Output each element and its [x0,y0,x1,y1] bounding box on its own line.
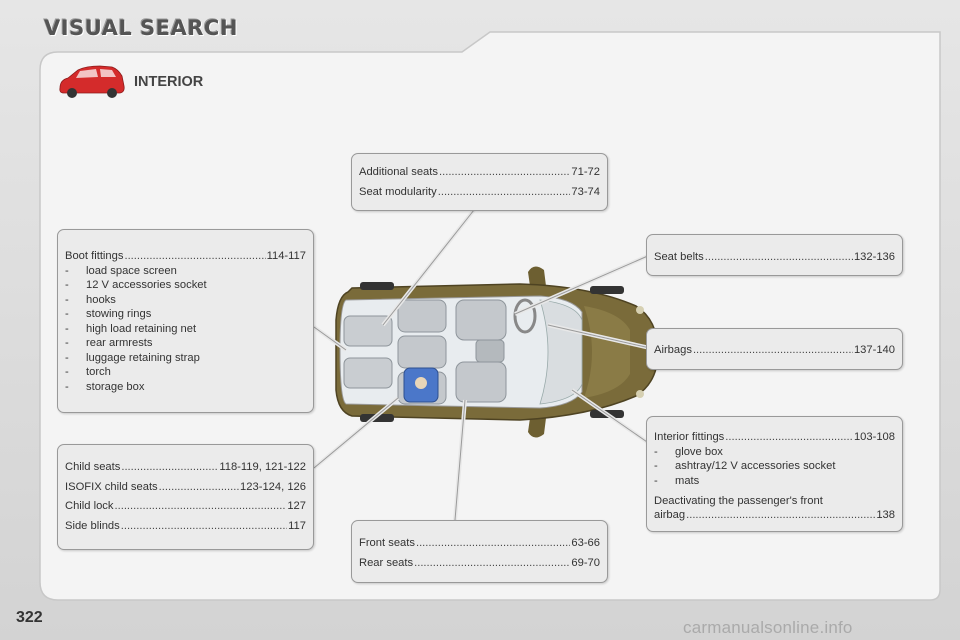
car-top-view-illustration [335,266,659,438]
red-car-icon [59,65,125,98]
index-row[interactable]: Airbags 137-140 [654,343,895,358]
list-item: -storage box [65,380,145,393]
list-item: -glove box [654,445,723,458]
index-row[interactable]: Front seats 63-66 [359,536,600,551]
list-item: -ashtray/12 V accessories socket [654,460,836,472]
index-row[interactable]: Child lock 127 [65,499,306,514]
index-row[interactable]: ISOFIX child seats 123-124, 126 [65,480,306,495]
callout-boot-fittings: Boot fittings 114-117 -load space screen… [57,229,314,413]
list-item: -luggage retaining strap [65,351,200,364]
index-row[interactable]: Rear seats 69-70 [359,556,600,571]
index-row[interactable]: Additional seats 71-72 [359,165,600,180]
callout-interior-fittings: Interior fittings 103-108 -glove box -as… [646,416,903,532]
list-item: -torch [65,366,111,378]
list-item: -mats [654,474,700,487]
callout-airbags: Airbags 137-140 [646,328,903,370]
index-row[interactable]: Seat belts 132-136 [654,250,895,265]
index-row[interactable]: Side blinds 117 [65,519,306,534]
list-item: -hooks [65,293,116,306]
callout-front-seats: Front seats 63-66 Rear seats 69-70 [351,520,608,583]
list-item: -load space screen [65,264,177,277]
index-row[interactable]: Interior fittings 103-108 [654,430,895,445]
list-item: -stowing rings [65,308,152,320]
airbag-note-line: Deactivating the passenger's front [654,495,823,507]
callout-child-seats: Child seats 118-119, 121-122 ISOFIX chil… [57,444,314,550]
callout-additional-seats: Additional seats 71-72 Seat modularity 7… [351,153,608,211]
list-item: -rear armrests [65,337,153,349]
list-item: -high load retaining net [65,322,197,335]
list-item: -12 V accessories socket [65,279,207,291]
page-number: 322 [16,609,43,626]
index-row[interactable]: Child seats 118-119, 121-122 [65,460,306,475]
callout-seat-belts: Seat belts 132-136 [646,234,903,276]
page-title: VISUAL SEARCH [44,16,238,40]
section-title: INTERIOR [134,74,204,90]
index-row[interactable]: Seat modularity 73-74 [359,185,600,200]
index-row[interactable]: Boot fittings 114-117 [65,249,306,264]
index-row[interactable]: airbag 138 [654,508,895,523]
watermark-text: carmanualsonline.info [683,618,853,637]
